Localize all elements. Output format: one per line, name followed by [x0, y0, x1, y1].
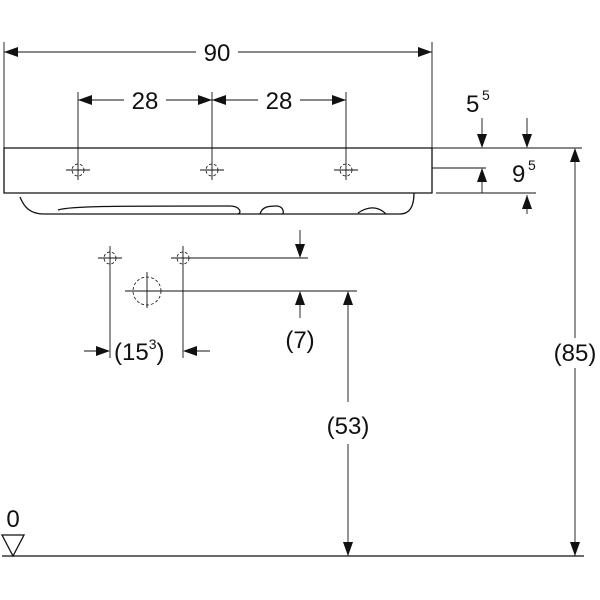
drain-offset-dimension: (7)	[285, 230, 315, 354]
hole-spacing-right-label: 28	[266, 88, 293, 115]
hole-spacing-dimension: 28 28	[77, 88, 347, 160]
drain-offset-label: (7)	[285, 327, 314, 354]
tap-hole-left	[66, 160, 90, 180]
floor-level-label: 0	[6, 506, 19, 533]
level-marker-icon	[0, 534, 26, 558]
tap-hole-right	[334, 160, 358, 180]
rim-offset-label: 5	[466, 91, 479, 118]
hole-spacing-left-label: 28	[132, 88, 159, 115]
overall-width-label: 90	[204, 40, 231, 67]
overall-width-dimension: 90	[3, 40, 433, 148]
rim-height-label: (85)	[554, 340, 597, 367]
tap-hole-center	[200, 160, 224, 180]
drain-spacing-value: (15	[114, 339, 149, 366]
drain-height-dimension: (53)	[327, 291, 370, 556]
rim-height-dimension: (85)	[554, 148, 597, 556]
rim-thickness-superscript: 5	[528, 157, 536, 173]
rim-offset-dimension: 5 5	[432, 87, 582, 149]
drain-spacing-dimension: (153)	[84, 270, 210, 366]
drain-spacing-close: )	[156, 339, 164, 366]
drain-symbols	[98, 246, 357, 308]
rim-thickness-dimension: 9 5	[432, 157, 536, 214]
floor-level: 0	[0, 506, 584, 558]
rim-thickness-label: 9	[512, 161, 525, 188]
rim-offset-superscript: 5	[482, 87, 490, 103]
drain-spacing-superscript: 3	[149, 336, 157, 352]
arrow-left	[4, 47, 18, 57]
drain-height-label: (53)	[327, 413, 370, 440]
arrow-right	[418, 47, 432, 57]
drain-spacing-label: (153)	[114, 336, 164, 366]
washbasin-outline	[3, 147, 433, 215]
